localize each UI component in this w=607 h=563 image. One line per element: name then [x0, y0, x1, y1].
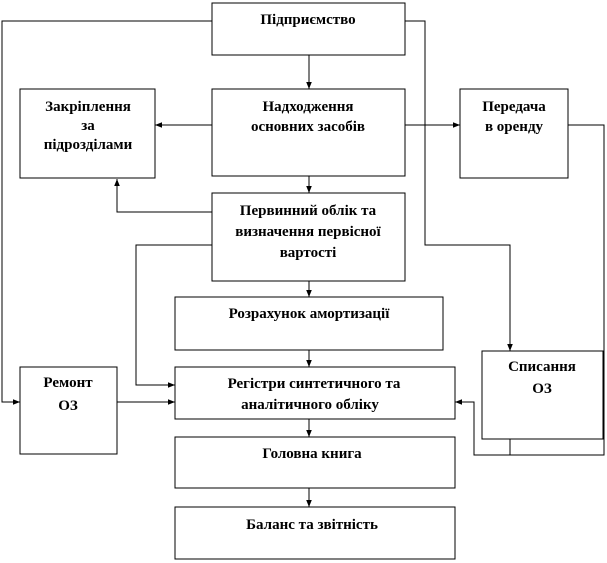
node-writeoff: Списання ОЗ	[481, 350, 604, 440]
node-ledger: Головна книга	[174, 436, 456, 489]
node-lease-line-1: Передача	[482, 99, 546, 115]
connector-lease-to-registers	[455, 124, 605, 456]
connector-enterprise-to-writeoff	[405, 20, 513, 351]
node-registers: Регістри синтетичного та аналітичного об…	[174, 366, 456, 420]
node-balance: Баланс та звітність	[174, 506, 456, 560]
node-writeoff-line-1: Списання	[508, 359, 576, 375]
node-repair-line-2: ОЗ	[58, 398, 78, 414]
connector-enterprise-to-repair	[1, 20, 212, 405]
node-repair-line-1: Ремонт	[43, 375, 93, 391]
node-ledger-line-1: Головна книга	[262, 446, 362, 462]
node-assignment-line-2: за	[81, 118, 95, 134]
node-repair: Ремонт ОЗ	[19, 366, 118, 455]
node-depreciation: Розрахунок амортизації	[174, 296, 444, 351]
node-balance-line-1: Баланс та звітність	[246, 517, 378, 533]
node-receipt: Надходження основних засобів	[211, 88, 406, 177]
node-lease: Передача в оренду	[459, 88, 569, 179]
node-receipt-line-2: основних засобів	[251, 119, 365, 135]
node-registers-line-2: аналітичного обліку	[241, 397, 379, 413]
node-enterprise: Підприємство	[211, 2, 406, 56]
connectors	[1, 20, 605, 507]
node-enterprise-line-1: Підприємство	[260, 12, 355, 28]
node-primary-line-3: вартості	[280, 245, 337, 261]
node-writeoff-line-2: ОЗ	[532, 381, 552, 397]
connector-primary-to-assignment	[114, 179, 212, 213]
node-receipt-line-1: Надходження	[262, 99, 353, 115]
node-depreciation-line-1: Розрахунок амортизації	[229, 306, 391, 322]
node-assignment-line-3: підрозділами	[44, 137, 133, 153]
node-assignment: Закріплення за підрозділами	[19, 88, 156, 179]
node-registers-line-1: Регістри синтетичного та	[228, 376, 401, 392]
node-primary: Первинний облік та визначення первісної …	[211, 192, 406, 282]
node-assignment-line-1: Закріплення	[45, 99, 131, 115]
connector-primary-to-registers	[135, 244, 212, 388]
node-lease-line-2: в оренду	[485, 119, 544, 135]
node-primary-line-1: Первинний облік та	[240, 203, 377, 219]
node-primary-line-2: визначення первісної	[235, 224, 381, 240]
